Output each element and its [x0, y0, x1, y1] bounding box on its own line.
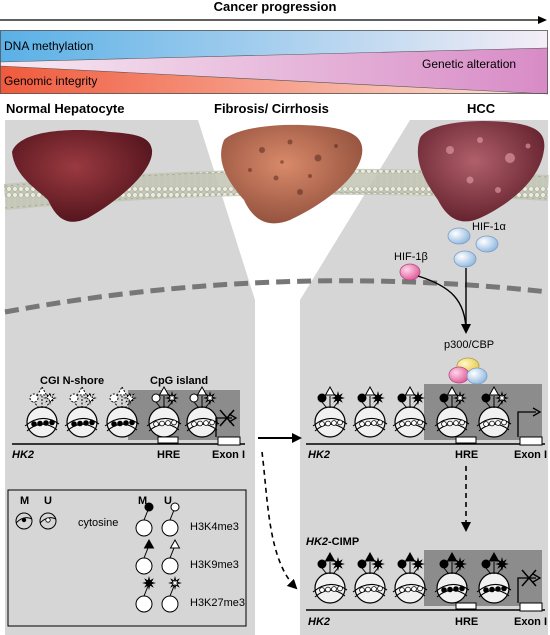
hif1a-subunit-3: [453, 250, 477, 268]
cimp-exon-label: Exon I: [514, 616, 547, 628]
cpg-island-label: CpG island: [150, 375, 208, 387]
legend-u-right: U: [164, 495, 172, 507]
exon-box: [217, 436, 241, 446]
normal-shore-nucleosome-1: [24, 385, 60, 438]
cimp-island-nucleosome-2: [476, 551, 512, 604]
stage-hcc: HCC: [467, 101, 496, 116]
genomic-integrity-label: Genomic integrity: [4, 74, 97, 88]
normal-shore-nucleosome-3: [104, 385, 140, 438]
cimp-shore-nucleosome-1: [312, 551, 348, 604]
hcc-exon-label: Exon I: [514, 449, 547, 461]
hif1a-bound: [466, 367, 488, 385]
hif-complex: HIF-1α HIF-1β p300/CBP: [394, 221, 507, 385]
dna-methylation-label: DNA methylation: [4, 39, 93, 53]
legend-h3k9me3: H3K9me3: [190, 559, 239, 571]
cimp-title-suffix: -CIMP: [328, 536, 359, 548]
normal-liver-image: [12, 130, 153, 222]
cimp-hk2-label: HK2: [308, 616, 330, 628]
legend-u-left: U: [44, 495, 52, 507]
hif1a-subunit-1: [447, 227, 471, 245]
hcc-hre-label: HRE: [455, 449, 478, 461]
cirrhotic-liver-image: [221, 124, 363, 224]
cimp-hre-label: HRE: [455, 616, 478, 628]
p300-label: p300/CBP: [444, 339, 494, 351]
normal-chromatin-panel: CGI N-shore CpG island HK2 HRE Exon I: [12, 375, 245, 461]
genetic-alteration-label: Genetic alteration: [422, 57, 516, 71]
stage-fibrosis: Fibrosis/ Cirrhosis: [214, 101, 329, 116]
hcc-shore-nucleosome-3: [392, 385, 428, 438]
legend-cytosine: cytosine: [78, 517, 118, 529]
hcc-island-nucleosome-2: [476, 385, 512, 438]
progression-label: Cancer progression: [214, 0, 337, 14]
active-transcription-arrow: [517, 411, 536, 437]
hif1b-subunit: [399, 263, 421, 281]
legend-h3k27me3-glyph-unmethylated: [161, 576, 182, 613]
hif1a-subunit-2: [475, 235, 499, 253]
legend-m-right: M: [138, 495, 147, 507]
hif1b-label: HIF-1β: [394, 251, 428, 263]
legend-h3k4me3-glyph-methylated: [135, 502, 154, 537]
hif1a-label: HIF-1α: [472, 221, 507, 233]
hcc-island-nucleosome-1: [434, 385, 470, 438]
cimp-title: HK2-CIMP: [306, 536, 359, 548]
cgi-shore-label: CGI N-shore: [40, 375, 104, 387]
hcc-shore-nucleosome-1: [312, 385, 348, 438]
normal-island-nucleosome-1: [146, 385, 182, 438]
legend-h3k4me3: H3K4me3: [190, 521, 239, 533]
hre-box: [157, 436, 179, 444]
progression-arrow: Cancer progression: [0, 0, 547, 24]
legend-m-left: M: [20, 495, 29, 507]
legend-h3k9me3-glyph-methylated: [135, 538, 155, 575]
nuclear-envelope: [4, 278, 549, 315]
legend: M U cytosine M U H3K4me3 H3K9me3 H3K27me…: [7, 489, 247, 627]
hcc-chromatin-panel: HK2 HRE Exon I: [306, 384, 547, 461]
legend-h3k4me3-glyph-unmethylated: [161, 502, 180, 537]
legend-h3k9me3-glyph-unmethylated: [161, 538, 181, 575]
cimp-shore-nucleosome-3: [392, 551, 428, 604]
legend-h3k27me3-glyph-methylated: [135, 576, 156, 613]
stage-normal: Normal Hepatocyte: [6, 101, 124, 116]
legend-h3k27me3: H3K27me3: [190, 597, 245, 609]
dna-methylation-bar: [0, 30, 548, 62]
normal-shore-nucleosome-2: [64, 385, 100, 438]
trend-bars: DNA methylation Genetic alteration Genom…: [0, 30, 549, 95]
hcc-hk2-label: HK2: [308, 449, 330, 461]
normal-island-nucleosome-2: [184, 385, 220, 438]
exon-label: Exon I: [212, 449, 245, 461]
cimp-island-nucleosome-1: [434, 551, 470, 604]
cimp-title-gene: HK2: [306, 536, 328, 548]
hre-label: HRE: [157, 449, 180, 461]
cpg-island-box: [128, 390, 240, 440]
normal-to-cimp-arrow: [261, 451, 298, 590]
hif1b-bound: [448, 366, 470, 384]
hcc-shore-nucleosome-2: [352, 385, 388, 438]
hk2-label: HK2: [12, 449, 34, 461]
cimp-shore-nucleosome-2: [352, 551, 388, 604]
cimp-chromatin-panel: HK2-CIMP HK2 HRE Exon I: [306, 536, 547, 628]
